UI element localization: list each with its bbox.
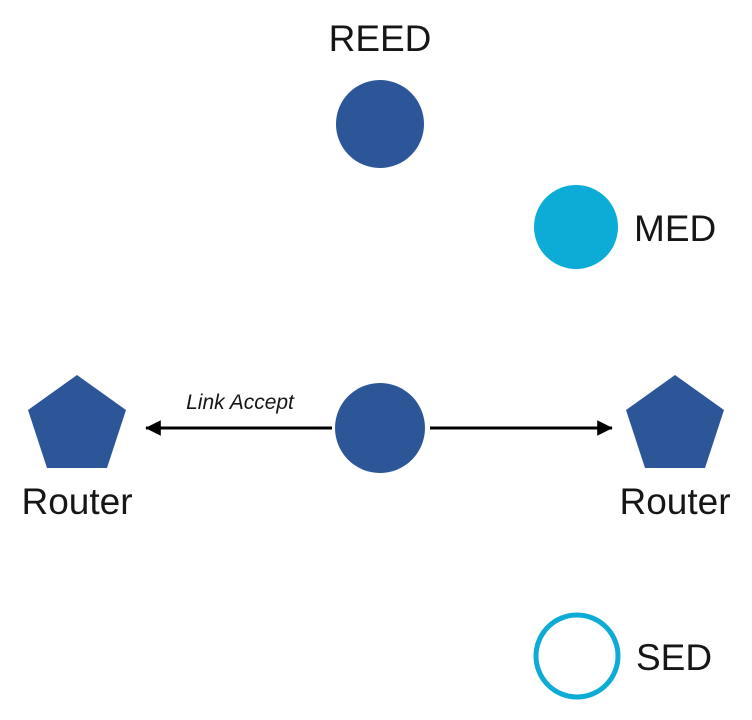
- node-router-right[interactable]: Router: [619, 375, 731, 522]
- node-leader-center[interactable]: [335, 383, 425, 473]
- sed-label: SED: [636, 637, 712, 678]
- edge-left-label: Link Accept: [186, 391, 295, 414]
- node-med[interactable]: MED: [534, 185, 716, 269]
- node-group: REED MED Router Router: [21, 18, 731, 700]
- reed-circle-icon[interactable]: [336, 80, 424, 168]
- leader-circle-icon[interactable]: [335, 383, 425, 473]
- reed-label: REED: [329, 18, 432, 59]
- node-router-left[interactable]: Router: [21, 375, 133, 522]
- edge-leader-to-router-left: Link Accept: [145, 391, 332, 436]
- router-left-label: Router: [21, 481, 132, 522]
- med-label: MED: [634, 208, 716, 249]
- med-circle-icon[interactable]: [534, 185, 618, 269]
- sed-circle-outline-icon[interactable]: [533, 612, 621, 700]
- node-sed[interactable]: SED: [533, 612, 712, 700]
- edge-group: Link Accept: [145, 391, 613, 436]
- node-reed[interactable]: REED: [329, 18, 432, 168]
- router-right-pentagon-icon[interactable]: [626, 375, 724, 468]
- router-left-pentagon-icon[interactable]: [28, 375, 126, 468]
- router-right-label: Router: [619, 481, 730, 522]
